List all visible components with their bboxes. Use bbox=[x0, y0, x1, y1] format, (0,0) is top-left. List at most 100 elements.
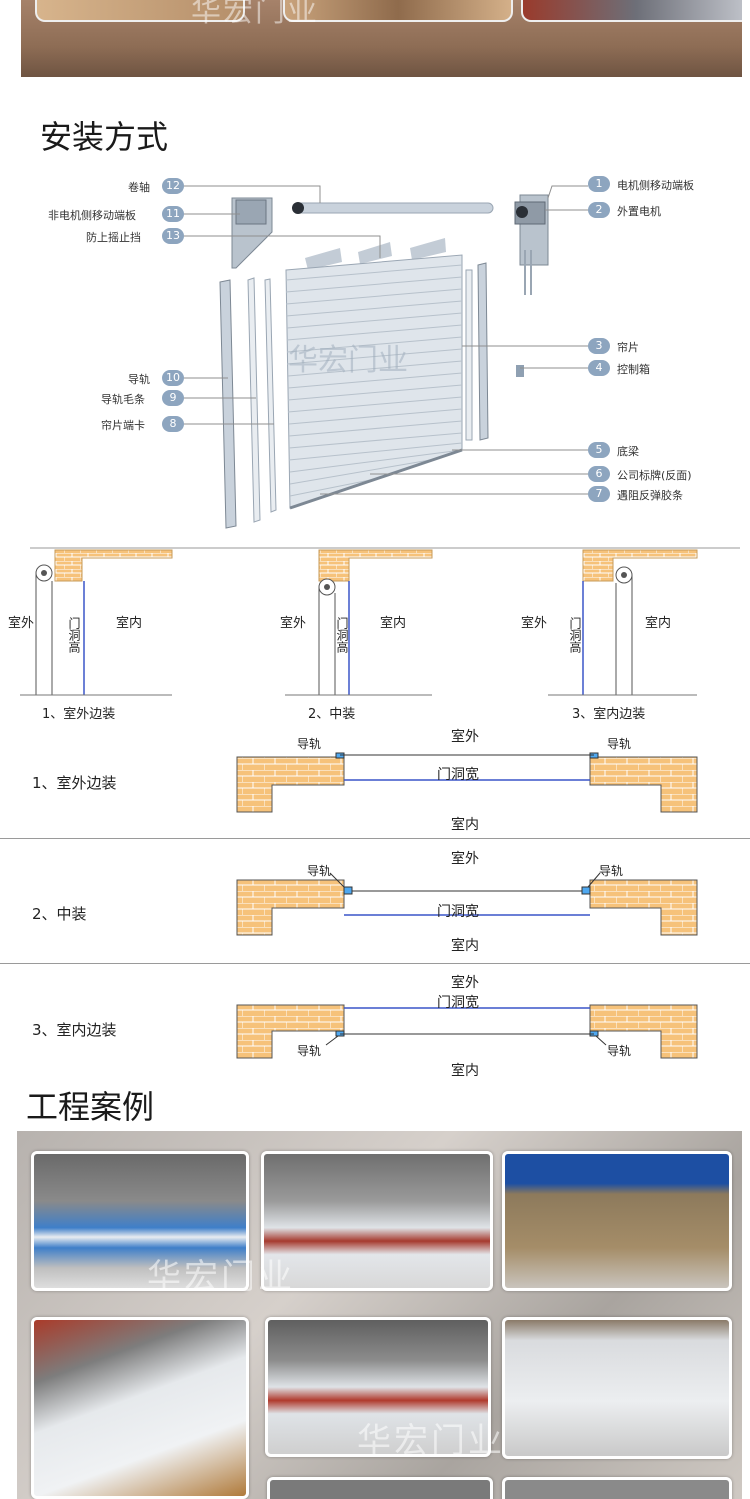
part-number-badge: 1 bbox=[588, 176, 610, 192]
part-label: 帘片 bbox=[617, 341, 639, 354]
inside-label: 室内 bbox=[451, 817, 479, 833]
view-caption: 3、室内边装 bbox=[572, 707, 646, 722]
part-label: 导轨 bbox=[128, 373, 150, 386]
roller-axle bbox=[294, 202, 494, 214]
motor-cable bbox=[524, 250, 532, 295]
part-number-badge: 2 bbox=[588, 202, 610, 218]
plan-drawing bbox=[236, 1004, 698, 1059]
divider bbox=[0, 838, 750, 839]
case-photo[interactable] bbox=[31, 1317, 249, 1499]
height-label: 门洞高 bbox=[568, 617, 582, 653]
inside-label: 室内 bbox=[116, 616, 143, 631]
rail-label: 导轨 bbox=[307, 864, 332, 878]
stop-plate bbox=[305, 248, 342, 270]
install-side-views: 室外 室内 门洞高 1、室外边装 室外 室内 门洞高 2、中装 室外 室内 门洞… bbox=[0, 545, 750, 722]
divider bbox=[0, 963, 750, 964]
outside-label: 室外 bbox=[280, 616, 307, 631]
case-photo[interactable] bbox=[265, 1317, 491, 1457]
axle-end bbox=[292, 202, 304, 214]
stop-plate bbox=[358, 242, 392, 264]
banner-thumb bbox=[283, 0, 513, 22]
inside-label: 室内 bbox=[451, 938, 479, 954]
left-rail-brush bbox=[247, 277, 261, 523]
outside-label: 室外 bbox=[521, 616, 548, 631]
part-number-badge: 8 bbox=[162, 416, 184, 432]
case-photo[interactable] bbox=[31, 1151, 249, 1291]
outside-label: 室外 bbox=[8, 616, 35, 631]
part-number-badge: 10 bbox=[162, 370, 184, 386]
plan-drawing bbox=[236, 872, 698, 936]
part-number-badge: 12 bbox=[162, 178, 184, 194]
part-number-badge: 4 bbox=[588, 360, 610, 376]
lintel bbox=[582, 549, 698, 582]
part-label: 非电机侧移动端板 bbox=[48, 209, 136, 222]
case-photo[interactable] bbox=[502, 1477, 732, 1499]
part-number-badge: 7 bbox=[588, 486, 610, 502]
watermark: 华宏门业 bbox=[288, 343, 408, 378]
outside-label: 室外 bbox=[451, 975, 479, 991]
part-label: 导轨毛条 bbox=[101, 393, 145, 406]
rail-label: 导轨 bbox=[297, 737, 322, 751]
case-photo[interactable] bbox=[502, 1317, 732, 1459]
rail-label: 导轨 bbox=[599, 864, 624, 878]
outside-label: 室外 bbox=[451, 851, 479, 867]
view-caption: 1、室外边装 bbox=[42, 707, 116, 722]
part-label: 底梁 bbox=[617, 445, 639, 458]
plan-row-outside: 1、室外边装 室外 门洞宽 室内 导轨 导轨 bbox=[0, 722, 750, 837]
top-banner: 华宏门业 bbox=[21, 0, 742, 77]
rail-label: 导轨 bbox=[297, 1044, 322, 1058]
height-label: 门洞高 bbox=[335, 617, 349, 653]
part-number-badge: 5 bbox=[588, 442, 610, 458]
rail-label: 导轨 bbox=[607, 737, 632, 751]
left-guide-rail bbox=[219, 279, 237, 529]
rail-label: 导轨 bbox=[607, 1044, 632, 1058]
lintel bbox=[54, 549, 173, 582]
part-label: 公司标牌(反面) bbox=[617, 469, 692, 482]
watermark: 华宏门业 bbox=[147, 1257, 295, 1297]
row-label: 3、室内边装 bbox=[32, 1021, 117, 1039]
leader-lines bbox=[184, 185, 588, 495]
plan-drawing bbox=[236, 752, 698, 813]
plan-row-middle: 2、中装 室外 门洞宽 室内 导轨 导轨 bbox=[0, 843, 750, 961]
watermark: 华宏门业 bbox=[191, 0, 319, 29]
inside-label: 室内 bbox=[645, 616, 672, 631]
control-box bbox=[516, 365, 524, 377]
height-label: 门洞高 bbox=[67, 617, 81, 653]
width-label: 门洞宽 bbox=[437, 995, 479, 1011]
part-number-badge: 6 bbox=[588, 466, 610, 482]
row-label: 1、室外边装 bbox=[32, 774, 117, 792]
bottom-beam bbox=[289, 448, 463, 510]
stop-plate bbox=[410, 238, 446, 260]
exploded-diagram: 卷轴 12 非电机侧移动端板 11 防上摇止挡 13 导轨 10 导轨毛条 9 … bbox=[0, 170, 750, 540]
watermark: 华宏门业 bbox=[357, 1421, 505, 1461]
part-label: 电机侧移动端板 bbox=[617, 179, 694, 192]
part-label: 防上摇止挡 bbox=[86, 231, 141, 244]
part-label: 帘片端卡 bbox=[101, 419, 145, 432]
part-label: 控制箱 bbox=[617, 363, 650, 376]
exploded-drawing bbox=[184, 185, 588, 529]
case-photo[interactable] bbox=[261, 1151, 493, 1291]
left-rail-clip bbox=[264, 278, 277, 513]
right-guide-rail bbox=[477, 262, 489, 441]
inside-label: 室内 bbox=[451, 1063, 479, 1079]
part-number-badge: 11 bbox=[162, 206, 184, 222]
curtain-slats bbox=[285, 264, 463, 497]
part-number-badge: 9 bbox=[162, 390, 184, 406]
project-cases-gallery: 华宏门业 华宏门业 bbox=[17, 1131, 742, 1499]
row-label: 2、中装 bbox=[32, 905, 87, 923]
left-bracket-plate bbox=[235, 199, 267, 225]
width-label: 门洞宽 bbox=[437, 904, 479, 920]
plan-row-inside: 3、室内边装 室外 门洞宽 室内 导轨 导轨 bbox=[0, 968, 750, 1080]
case-photo[interactable] bbox=[502, 1151, 732, 1291]
part-label: 外置电机 bbox=[617, 205, 661, 218]
case-photo[interactable] bbox=[267, 1477, 493, 1499]
view-caption: 2、中装 bbox=[308, 707, 356, 722]
inside-label: 室内 bbox=[380, 616, 407, 631]
lintel bbox=[318, 549, 433, 582]
side-views-drawing bbox=[20, 547, 740, 696]
part-number-badge: 3 bbox=[588, 338, 610, 354]
part-label: 遇阻反弹胶条 bbox=[617, 489, 683, 502]
banner-thumb bbox=[35, 0, 245, 22]
banner-thumb bbox=[521, 0, 742, 22]
part-label: 卷轴 bbox=[128, 181, 150, 194]
